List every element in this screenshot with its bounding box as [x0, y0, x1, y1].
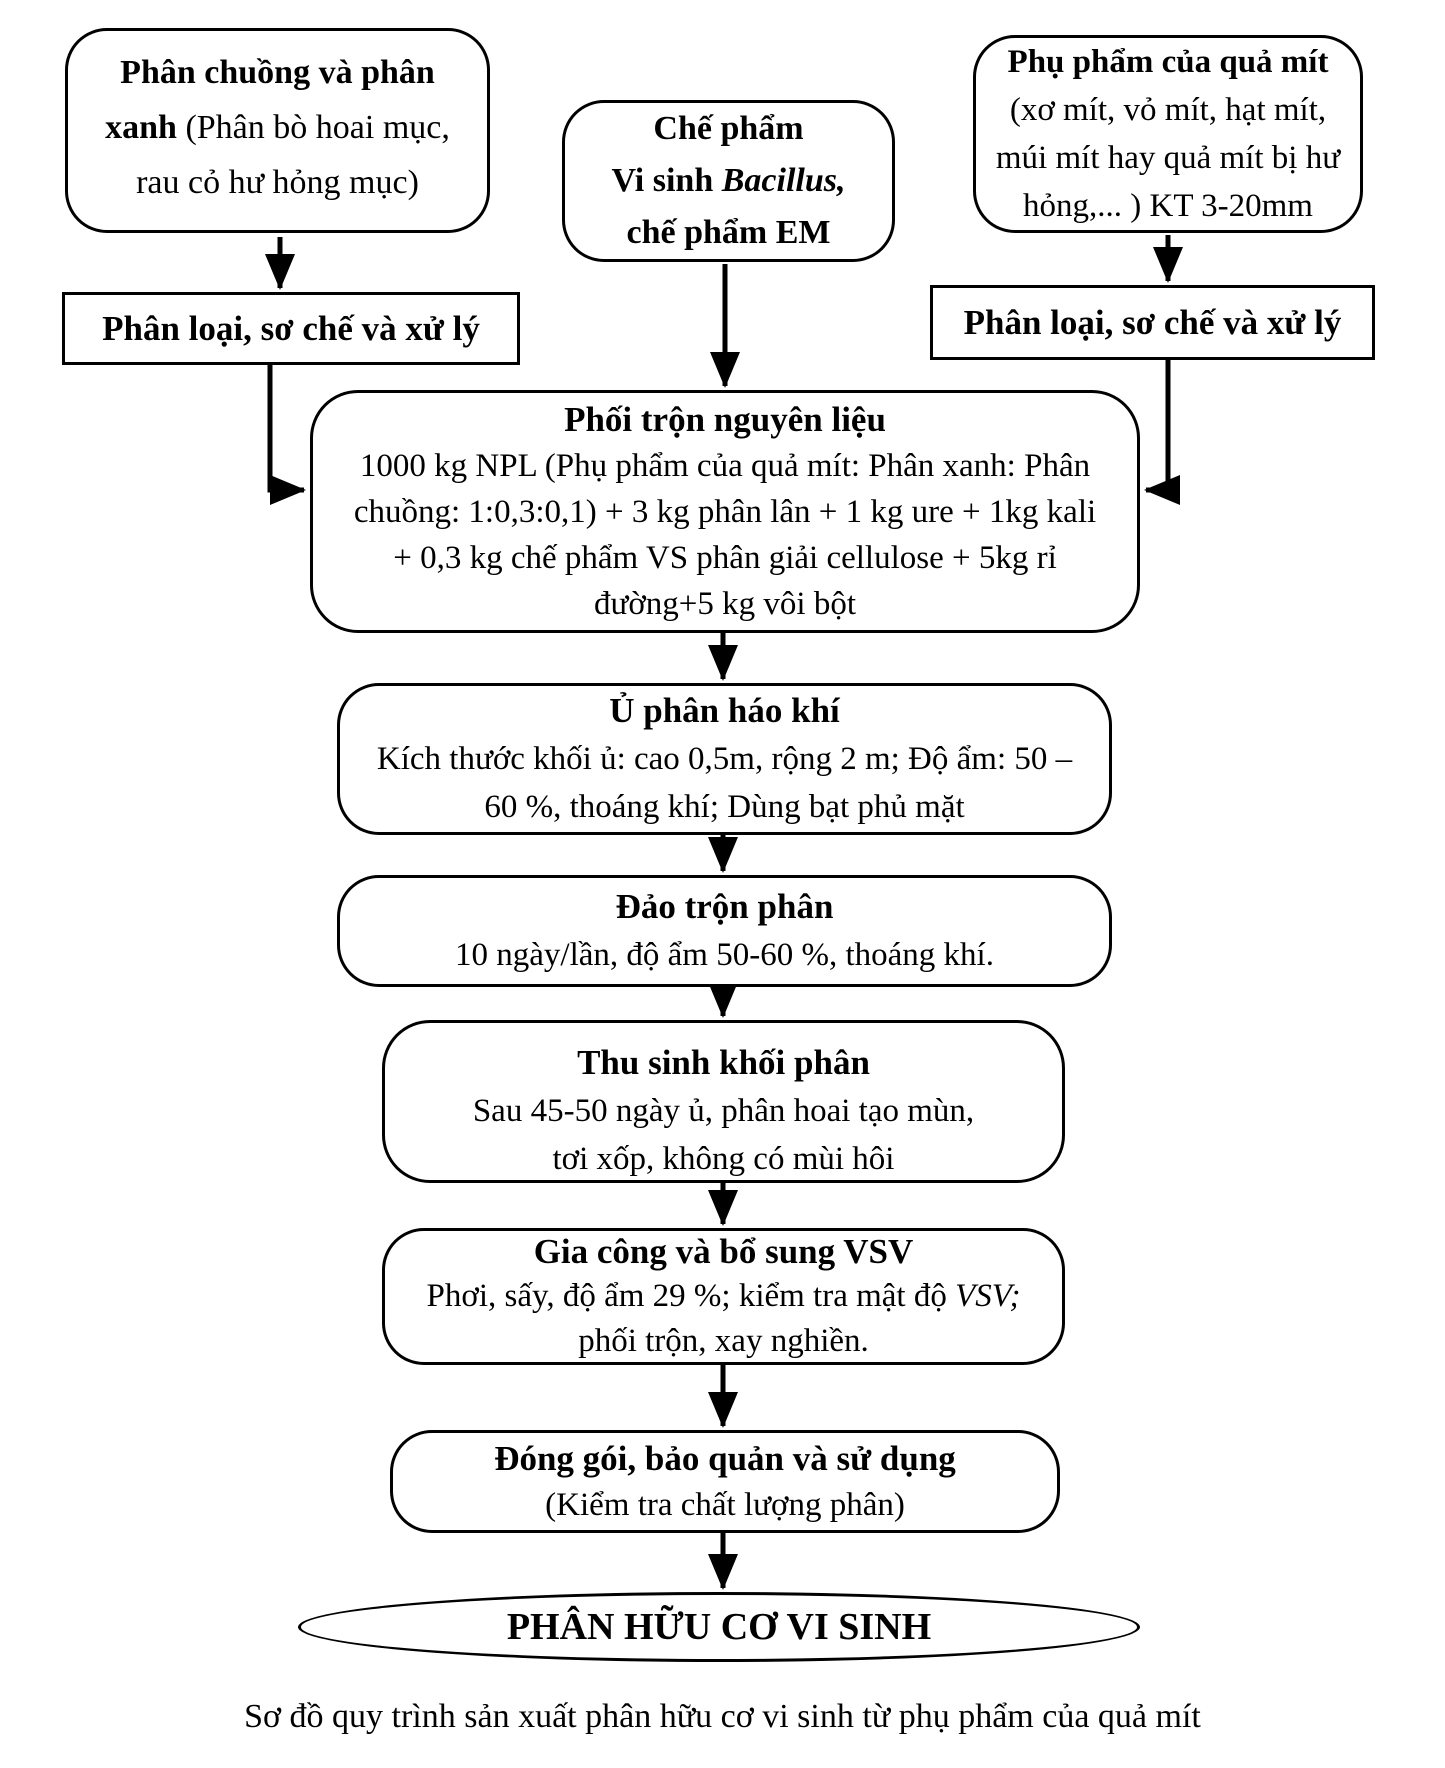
text-line: 1000 kg NPL (Phụ phẩm của quả mít: Phân … — [359, 447, 1091, 484]
node-title: Đóng gói, bảo quản và sử dụng — [494, 1438, 956, 1478]
arrow-sortright-to-mix — [1144, 358, 1180, 505]
node-title: Thu sinh khối phân — [577, 1043, 870, 1082]
text-line: rau cỏ hư hỏng mục) — [136, 164, 419, 201]
text-line: xanh (Phân bò hoai mục, — [105, 109, 450, 146]
node-packaging-storage: Đóng gói, bảo quản và sử dụng (Kiểm tra … — [390, 1430, 1060, 1533]
text-line: phối trộn, xay nghiền. — [578, 1323, 869, 1359]
text-line: Vi sinh Bacillus, — [611, 162, 846, 199]
text-line: Phân loại, sơ chế và xử lý — [963, 302, 1342, 342]
node-manure-green-input: Phân chuồng và phân xanh (Phân bò hoai m… — [65, 28, 490, 233]
text-line: Phân loại, sơ chế và xử lý — [102, 308, 480, 348]
node-process-add-vsv: Gia công và bổ sung VSV Phơi, sấy, độ ẩm… — [382, 1228, 1065, 1365]
text-line: 60 %, thoáng khí; Dùng bạt phủ mặt — [484, 789, 965, 825]
node-title: Ủ phân háo khí — [609, 691, 840, 730]
node-title: Phối trộn nguyên liệu — [564, 399, 886, 439]
node-aerobic-composting: Ủ phân háo khí Kích thước khối ủ: cao 0,… — [337, 683, 1112, 835]
text-line: chế phẩm EM — [626, 214, 831, 251]
text-line: chuồng: 1:0,3:0,1) + 3 kg phân lân + 1 k… — [353, 493, 1097, 530]
text-line: Kích thước khối ủ: cao 0,5m, rộng 2 m; Đ… — [376, 741, 1073, 777]
text-line: hỏng,... ) KT 3-20mm — [1023, 188, 1313, 224]
text-line: Chế phẩm — [653, 110, 804, 147]
node-final-product: PHÂN HỮU CƠ VI SINH — [298, 1592, 1140, 1662]
node-sort-pretreat-right: Phân loại, sơ chế và xử lý — [930, 285, 1375, 360]
arrow-sortleft-to-mix — [267, 363, 306, 505]
text-line: Phơi, sấy, độ ẩm 29 %; kiểm tra mật độ V… — [426, 1278, 1021, 1314]
text-line: đường+5 kg vôi bột — [593, 585, 857, 622]
node-microbial-inoculant-input: Chế phẩm Vi sinh Bacillus, chế phẩm EM — [562, 100, 895, 262]
node-harvest-biomass: Thu sinh khối phân Sau 45-50 ngày ủ, phâ… — [382, 1020, 1065, 1183]
node-title: Đảo trộn phân — [615, 887, 834, 926]
node-mix-raw-materials: Phối trộn nguyên liệu 1000 kg NPL (Phụ p… — [310, 390, 1140, 633]
text-line: PHÂN HỮU CƠ VI SINH — [506, 1605, 932, 1648]
node-turn-compost: Đảo trộn phân 10 ngày/lần, độ ẩm 50-60 %… — [337, 875, 1112, 987]
text-line: Phụ phẩm của quả mít — [1007, 44, 1329, 80]
node-title: Gia công và bổ sung VSV — [533, 1232, 914, 1271]
node-jackfruit-byproduct-input: Phụ phẩm của quả mít (xơ mít, vỏ mít, hạ… — [973, 35, 1363, 233]
diagram-caption: Sơ đồ quy trình sản xuất phân hữu cơ vi … — [244, 1698, 1201, 1735]
text-line: (xơ mít, vỏ mít, hạt mít, — [1009, 92, 1327, 128]
text-line: 10 ngày/lần, độ ẩm 50-60 %, thoáng khí. — [455, 937, 994, 973]
text-line: Sau 45-50 ngày ủ, phân hoai tạo mùn, — [472, 1093, 975, 1129]
text-line: Phân chuồng và phân — [120, 54, 435, 91]
node-sort-pretreat-left: Phân loại, sơ chế và xử lý — [62, 292, 520, 365]
text-line: múi mít hay quả mít bị hư — [995, 140, 1341, 176]
text-line: (Kiểm tra chất lượng phân) — [545, 1486, 905, 1523]
text-line: tơi xốp, không có mùi hôi — [552, 1141, 895, 1177]
text-line: + 0,3 kg chế phẩm VS phân giải cellulose… — [393, 539, 1057, 576]
